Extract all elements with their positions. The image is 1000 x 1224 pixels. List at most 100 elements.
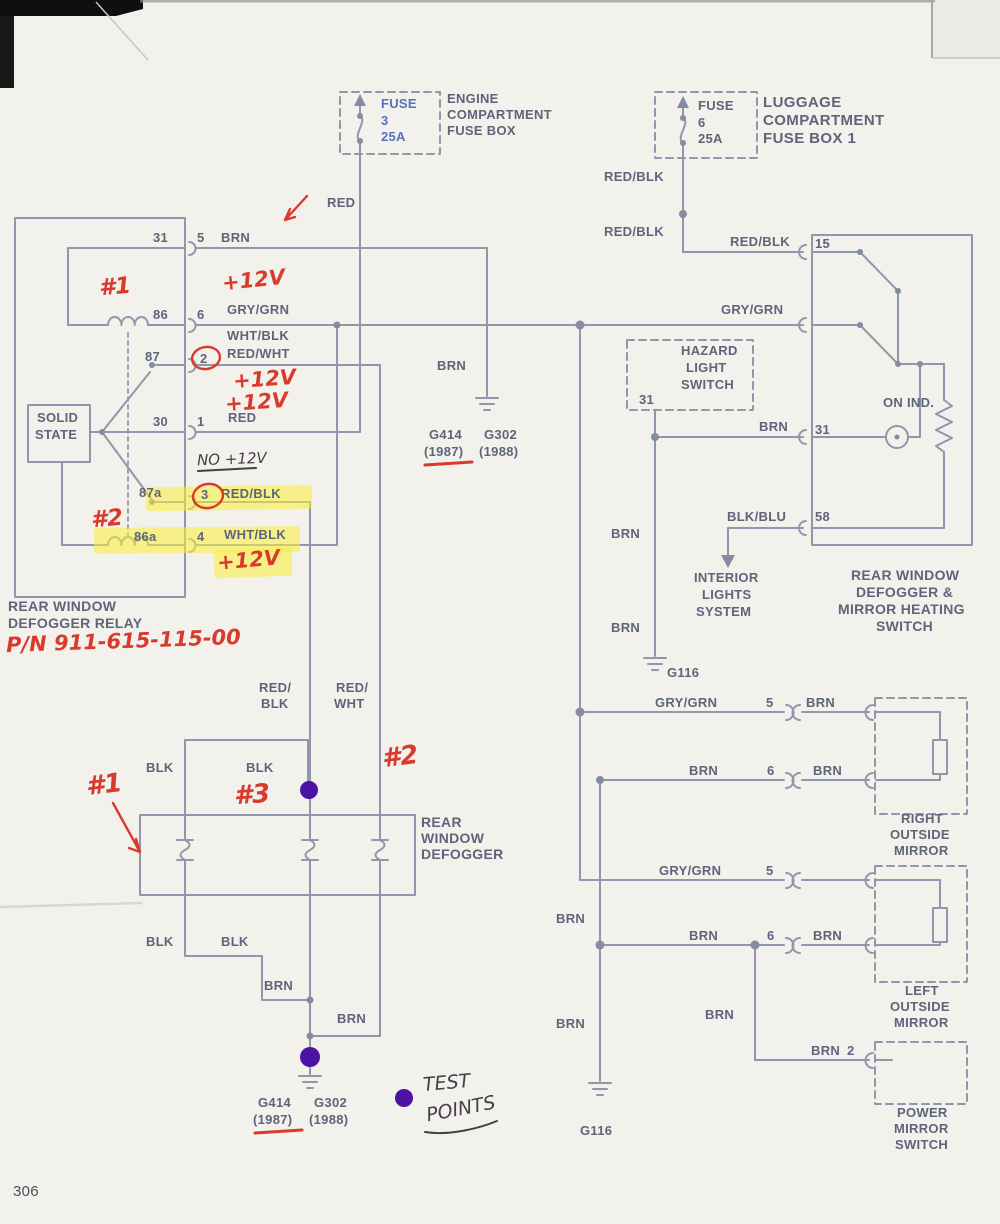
hazard-caption-2: LIGHT xyxy=(686,360,727,375)
wire-blkblu: BLK/BLU xyxy=(727,509,787,524)
defogger-caption-3: DEFOGGER xyxy=(421,846,504,862)
engine-caption-2: COMPARTMENT xyxy=(447,107,552,122)
pms-caption-3: SWITCH xyxy=(895,1137,949,1152)
hw-num2-relay: #2 xyxy=(89,504,125,534)
test-point-dot-top xyxy=(300,781,318,799)
wire-redwht-feed-2: WHT xyxy=(334,696,365,711)
pms-pin-2: 2 xyxy=(847,1043,855,1058)
ground-g116-hazard: G116 xyxy=(667,665,700,680)
relay-terminal-30: 30 xyxy=(153,414,169,429)
hazard-caption-1: HAZARD xyxy=(681,343,738,358)
right-mirror-caption-3: MIRROR xyxy=(894,843,949,858)
pms-caption-1: POWER xyxy=(897,1105,948,1120)
pms-caption-2: MIRROR xyxy=(894,1121,949,1136)
wire-grygrn-right: GRY/GRN xyxy=(655,695,718,710)
red-underline-1987-bottom xyxy=(253,1128,304,1135)
scan-black-corner xyxy=(0,0,143,16)
wire-blk-top-right: BLK xyxy=(246,760,274,775)
wire-red-main: RED xyxy=(327,195,356,210)
wire-brn-haz-b: BRN xyxy=(611,620,641,635)
relay-wire-brn: BRN xyxy=(221,230,251,245)
interior-lights-arrow-icon xyxy=(721,555,735,568)
switch-pin-58: 58 xyxy=(815,509,831,524)
fuse6-arrow-icon xyxy=(677,96,689,108)
relay-pin-4: 4 xyxy=(197,529,205,544)
left-mirror-caption-3: MIRROR xyxy=(894,1015,949,1030)
ground-g302-bottom-year: (1988) xyxy=(309,1112,349,1127)
relay-wire-whtblk-6: WHT/BLK xyxy=(227,328,290,343)
relay-pin-6: 6 xyxy=(197,307,205,322)
relay-terminal-87a: 87a xyxy=(139,485,162,500)
relay-pin-1: 1 xyxy=(197,414,205,429)
solid-state-2: STATE xyxy=(35,427,78,442)
hw-no-12v: NO +12V xyxy=(196,448,268,470)
left-mirror-caption-1: LEFT xyxy=(905,983,939,998)
wire-brn-pms-riser: BRN xyxy=(705,1007,735,1022)
luggage-caption-3: FUSE BOX 1 xyxy=(763,130,857,147)
relay-wire-grygrn: GRY/GRN xyxy=(227,302,290,317)
hw-test: TEST xyxy=(422,1069,472,1097)
engine-fuse-number: 3 xyxy=(381,113,389,128)
page-number: 306 xyxy=(13,1183,39,1200)
hazard-pin-31: 31 xyxy=(639,392,655,407)
ground-g302: G302 xyxy=(484,427,518,442)
switch-caption-3: MIRROR HEATING xyxy=(838,601,965,617)
wire-brn-right6-out: BRN xyxy=(689,763,719,778)
relay-caption-2: DEFOGGER RELAY xyxy=(8,615,143,631)
relay-pin-2: 2 xyxy=(200,351,208,366)
hw-num2-defogger: #2 xyxy=(380,739,420,775)
wire-brn-right6-in: BRN xyxy=(813,763,843,778)
relay-terminal-86: 86 xyxy=(153,307,169,322)
ground-g414: G414 xyxy=(429,427,463,442)
left-mirror-box xyxy=(874,865,968,983)
interior-caption-3: SYSTEM xyxy=(696,604,752,619)
interior-caption-1: INTERIOR xyxy=(694,570,759,585)
solid-state-1: SOLID xyxy=(37,410,79,425)
wire-brn-left6-out: BRN xyxy=(689,928,719,943)
wire-brn-haz-a: BRN xyxy=(611,526,641,541)
engine-caption-3: FUSE BOX xyxy=(447,123,516,138)
red-underline-1987-top xyxy=(423,460,474,467)
switch-caption-1: REAR WINDOW xyxy=(851,567,960,583)
relay-wire-red: RED xyxy=(228,410,257,425)
wire-redblk-15: RED/BLK xyxy=(730,234,790,249)
luggage-fuse-amps: 25A xyxy=(698,131,723,146)
hw-num3-defogger: #3 xyxy=(232,778,272,812)
test-point-dot-legend xyxy=(395,1089,413,1107)
left-mirror-pin-6: 6 xyxy=(767,928,775,943)
red-check-arrow xyxy=(283,194,309,222)
luggage-caption-2: COMPARTMENT xyxy=(763,112,885,129)
wire-blk-bot-left: BLK xyxy=(146,934,174,949)
wire-brn-trunk-b: BRN xyxy=(556,1016,586,1031)
ground-g116-trunk: G116 xyxy=(580,1123,613,1138)
right-mirror-caption-2: OUTSIDE xyxy=(890,827,950,842)
wire-redwht-feed-1: RED/ xyxy=(336,680,369,695)
relay-pin-5: 5 xyxy=(197,230,205,245)
wire-redblk-a: RED/BLK xyxy=(604,169,664,184)
wire-redblk-feed-2: BLK xyxy=(261,696,289,711)
fuse3-arrow-icon xyxy=(354,94,366,106)
hazard-caption-3: SWITCH xyxy=(681,377,735,392)
defogger-caption-1: REAR xyxy=(421,814,462,830)
interior-caption-2: LIGHTS xyxy=(702,587,752,602)
wire-brn-g414: BRN xyxy=(437,358,467,373)
heater-switch-box xyxy=(811,234,973,546)
right-mirror-pin-5: 5 xyxy=(766,695,774,710)
left-mirror-pin-5: 5 xyxy=(766,863,774,878)
wire-brn-right5: BRN xyxy=(806,695,836,710)
wire-grygrn-left: GRY/GRN xyxy=(659,863,722,878)
right-mirror-box xyxy=(874,697,968,815)
ground-g414-year: (1987) xyxy=(424,444,464,459)
wire-redblk-feed-1: RED/ xyxy=(259,680,292,695)
ground-g302-year: (1988) xyxy=(479,444,519,459)
wire-brn-switch31: BRN xyxy=(759,419,789,434)
engine-caption-1: ENGINE xyxy=(447,91,499,106)
relay-terminal-87: 87 xyxy=(145,349,161,364)
test-point-dot-bottom xyxy=(300,1047,320,1067)
left-mirror-caption-2: OUTSIDE xyxy=(890,999,950,1014)
luggage-fuse-number: 6 xyxy=(698,115,706,130)
power-mirror-switch-box xyxy=(874,1041,968,1105)
hw-num1-relay: #1 xyxy=(97,272,133,302)
relay-caption-1: REAR WINDOW xyxy=(8,598,117,614)
